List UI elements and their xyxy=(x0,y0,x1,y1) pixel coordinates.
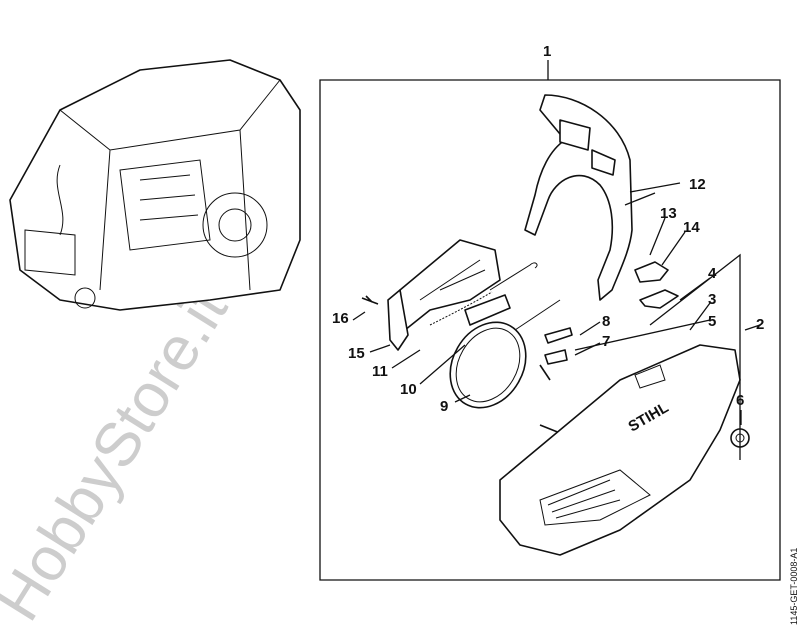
callout-6: 6 xyxy=(736,392,744,409)
sprocket-cover-part xyxy=(499,344,741,556)
callout-leaders xyxy=(352,182,761,460)
screw-part xyxy=(361,295,379,305)
callout-11: 11 xyxy=(372,363,388,380)
callout-7: 7 xyxy=(602,333,610,350)
callout-10: 10 xyxy=(400,381,417,398)
callout-15: 15 xyxy=(348,345,365,362)
hand-guard-part xyxy=(524,94,633,301)
spring-part xyxy=(429,291,493,326)
brake-block-part xyxy=(464,294,511,326)
callout-5: 5 xyxy=(708,313,716,330)
brake-lever-part xyxy=(399,239,501,331)
callout-8: 8 xyxy=(602,313,610,330)
lever-part xyxy=(634,261,669,283)
assembly-frame xyxy=(319,79,781,581)
callout-12: 12 xyxy=(689,176,706,193)
drawing-code: 1145-GET-0008-A1 xyxy=(789,548,799,625)
brake-band-part xyxy=(449,321,527,409)
callout-13: 13 xyxy=(660,205,677,222)
callout-labels: 1 2 3 4 5 6 7 8 9 10 11 12 13 14 15 16 xyxy=(332,43,764,415)
callout-3: 3 xyxy=(708,291,716,308)
callout-16: 16 xyxy=(332,310,349,327)
callout-2: 2 xyxy=(756,316,764,333)
callout-14: 14 xyxy=(683,219,700,236)
callout-9: 9 xyxy=(440,398,448,415)
engine-overview-illustration xyxy=(9,59,301,311)
watermark: HobbyStore.it xyxy=(0,277,241,630)
callout-1: 1 xyxy=(543,43,551,60)
callout-4: 4 xyxy=(708,265,717,282)
